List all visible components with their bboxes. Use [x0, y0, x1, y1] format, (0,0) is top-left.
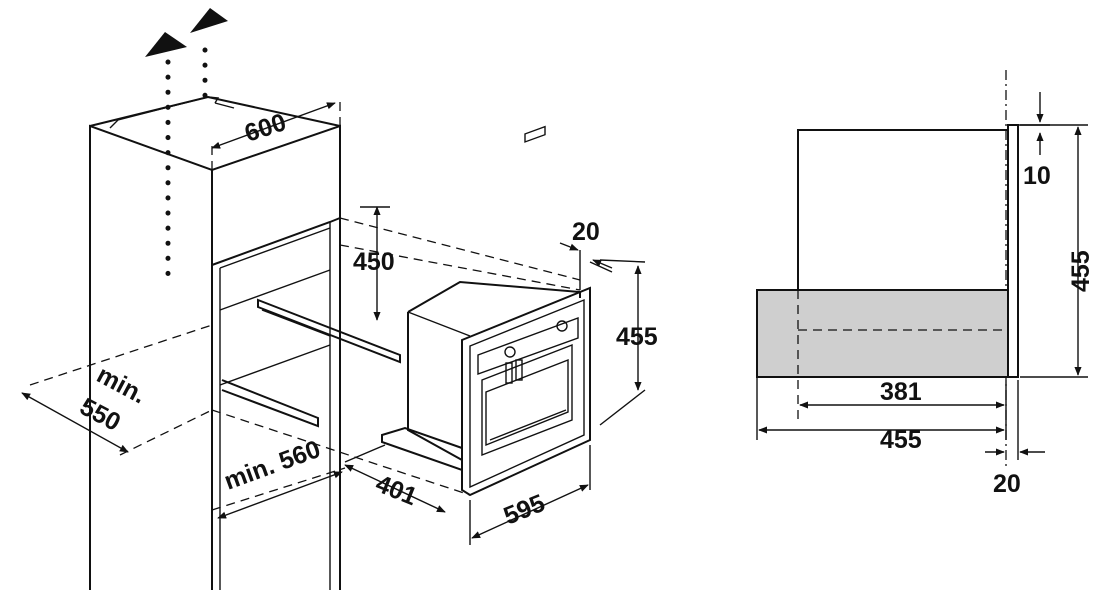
dim-side-total-depth: 455: [880, 426, 922, 454]
dim-machine-width: 595: [500, 489, 549, 531]
machine-drawing: 20 455 401 595: [344, 125, 658, 545]
dim-cabinet-width: 600: [241, 108, 289, 148]
machine-body-shape: [756, 289, 1009, 378]
ventilation-arrows-icon: [145, 8, 228, 283]
side-view-drawing: 10 455 381 455 20: [756, 70, 1095, 498]
dim-side-front-thickness: 20: [993, 470, 1021, 498]
dim-front-thickness: 20: [572, 218, 600, 246]
dim-machine-height: 455: [616, 323, 658, 351]
dim-opening-height: 450: [353, 248, 395, 276]
dim-min-width: min. 560: [220, 435, 324, 496]
dim-side-height: 455: [1067, 250, 1095, 292]
cabinet-drawing: 600 450 min. 550 min. 560: [21, 8, 581, 590]
dim-side-top-gap: 10: [1023, 162, 1051, 190]
dim-min-depth-value: 550: [75, 393, 125, 437]
dim-side-inner-depth: 381: [880, 378, 922, 406]
